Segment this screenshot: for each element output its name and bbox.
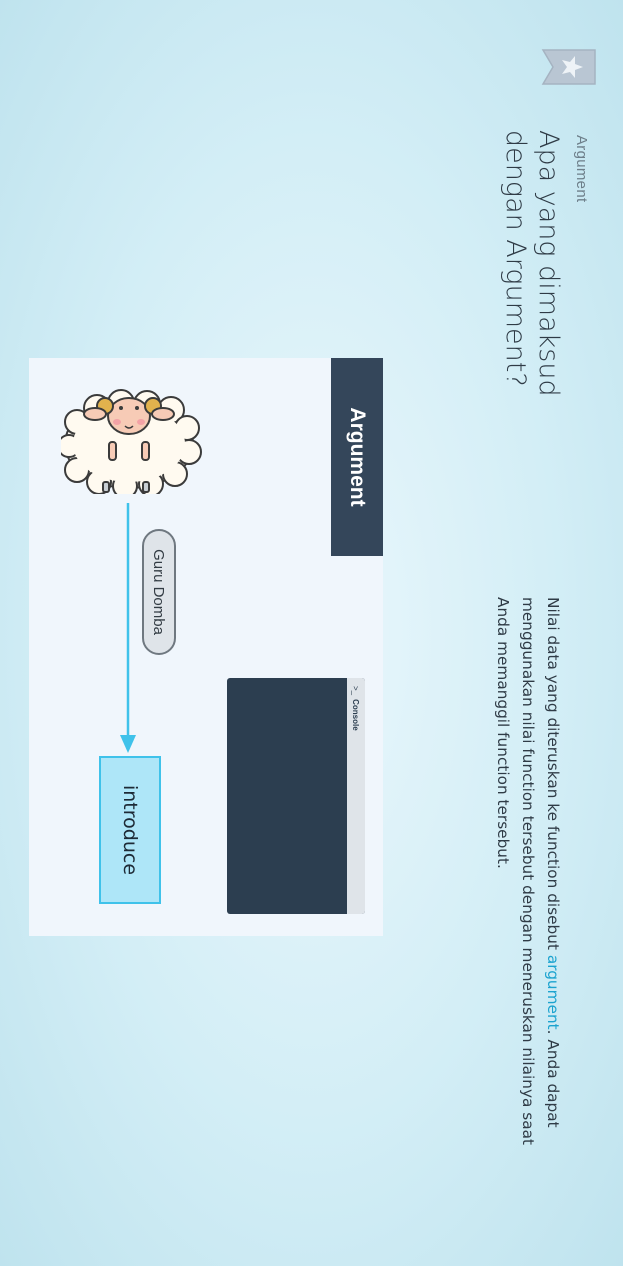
- function-box: introduce: [99, 756, 161, 904]
- lesson-eyebrow: Argument: [573, 135, 590, 203]
- lesson-title: Apa yang dimaksud dengan Argument?: [500, 130, 564, 397]
- arrow-right-icon: [120, 503, 136, 753]
- bookmark-star-icon[interactable]: [541, 46, 597, 88]
- description-keyword: argument: [544, 954, 562, 1030]
- argument-pill: Guru Domba: [142, 529, 176, 655]
- illustration-panel: Argument >_ Console: [29, 358, 383, 936]
- console-header: >_ Console: [347, 678, 365, 914]
- panel-tag: Argument: [331, 358, 383, 556]
- lesson-description: Nilai data yang diteruskan ke function d…: [490, 597, 565, 1157]
- sheep-character-icon: [61, 389, 202, 494]
- console-title: Console: [351, 699, 361, 731]
- description-text-before: Nilai data yang diteruskan ke function d…: [544, 597, 562, 955]
- console-window: >_ Console: [227, 678, 365, 914]
- console-prompt-icon: >_: [351, 686, 361, 696]
